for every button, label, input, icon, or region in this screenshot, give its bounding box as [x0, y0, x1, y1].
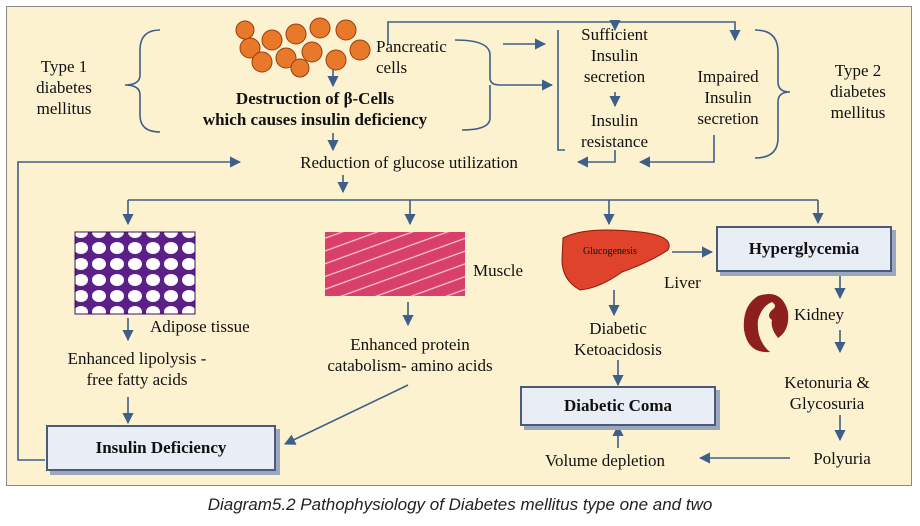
type2-brace: [754, 29, 791, 159]
diabetic-coma-box: Diabetic Coma: [520, 386, 716, 426]
ketonuria-label: Ketonuria &Glycosuria: [784, 373, 870, 413]
pancreatic-bracket: [454, 39, 501, 131]
kidney-shape: [743, 294, 789, 353]
arrow-feedback-loop: [17, 156, 242, 461]
polyuria-label: Polyuria: [813, 449, 871, 468]
liver-label: Liver: [664, 273, 701, 292]
beta-cells-cluster: [235, 17, 371, 78]
lipolysis-label: Enhanced lipolysis -free fatty acids: [67, 349, 207, 389]
arrow-impaired-reduction: [638, 135, 715, 168]
reduction-label: Reduction of glucose utilization: [300, 153, 518, 172]
type2-inner-bracket: [557, 30, 565, 151]
liver-shape: [561, 229, 670, 291]
adipose-label: Adipose tissue: [150, 317, 250, 336]
diagram-caption: Diagram5.2 Pathophysiology of Diabetes m…: [207, 495, 713, 514]
type1-brace: [124, 29, 161, 133]
glucogenesis-label: Glucogenesis: [583, 246, 637, 257]
adipose-image: [74, 231, 196, 315]
volume-depletion-label: Volume depletion: [544, 451, 666, 470]
insulin-deficiency-box: Insulin Deficiency: [46, 425, 276, 471]
hyperglycemia-box: Hyperglycemia: [716, 226, 892, 272]
arrow-protein-deficiency: [283, 384, 409, 445]
arrow-resistance-reduction: [576, 150, 616, 168]
muscle-label: Muscle: [473, 261, 524, 280]
muscle-image: [325, 232, 465, 296]
kidney-label: Kidney: [794, 305, 845, 324]
arrow-top-impaired: [387, 21, 741, 45]
